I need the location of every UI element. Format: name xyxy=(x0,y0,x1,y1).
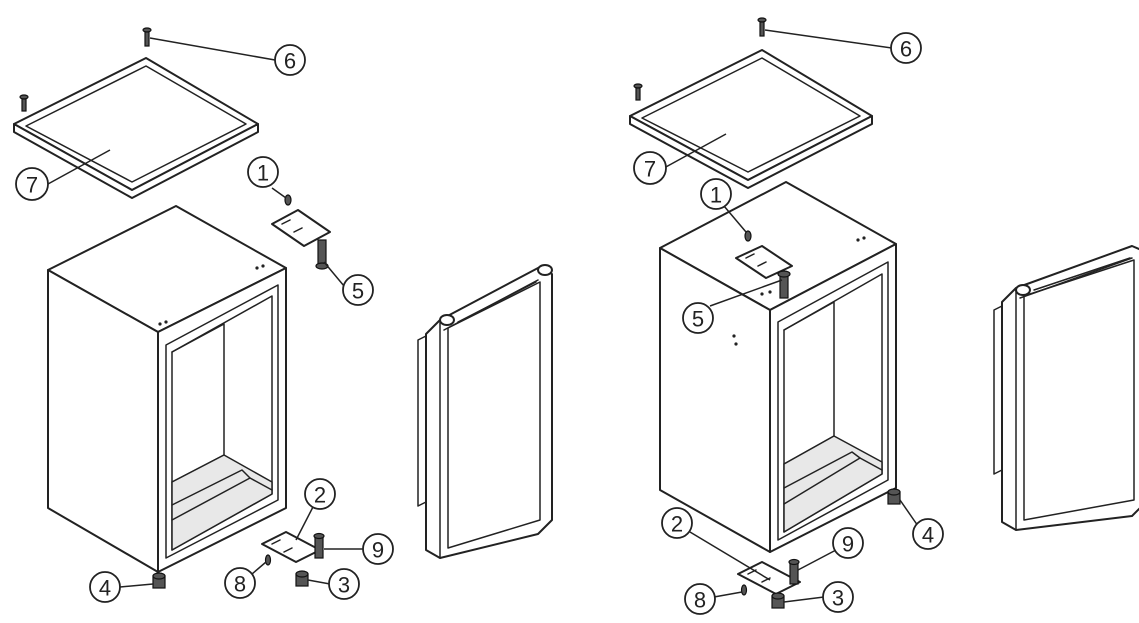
right-foot-front xyxy=(887,488,901,505)
left-callout-8-label: 8 xyxy=(234,572,246,597)
left-cover-screw-front xyxy=(19,94,29,112)
right-leaders xyxy=(663,29,919,603)
left-callout-7: 7 xyxy=(15,167,49,201)
right-callout-3-label: 3 xyxy=(832,586,844,611)
right-callout-3: 3 xyxy=(822,581,854,613)
right-cover-screw-front xyxy=(633,83,643,101)
right-assembly: 6 7 1 5 4 2 9 8 xyxy=(629,17,1139,615)
right-callout-6: 6 xyxy=(890,32,922,64)
right-callout-6-label: 6 xyxy=(900,37,912,62)
right-callout-9-label: 9 xyxy=(842,532,854,557)
left-callout-8: 8 xyxy=(224,567,256,599)
left-callout-9: 9 xyxy=(362,533,394,565)
right-callout-7-label: 7 xyxy=(644,157,656,182)
left-callout-3: 3 xyxy=(328,568,360,600)
right-top-cover xyxy=(629,49,873,189)
right-callout-2-label: 2 xyxy=(671,512,683,537)
left-hinge-washer xyxy=(284,194,292,206)
left-callout-3-label: 3 xyxy=(338,573,350,598)
left-cabinet-body xyxy=(47,205,287,573)
right-callout-2: 2 xyxy=(661,507,693,539)
right-callout-4: 4 xyxy=(912,518,944,550)
left-callout-9-label: 9 xyxy=(372,538,384,563)
right-callout-1: 1 xyxy=(700,178,732,210)
left-hinge-pin xyxy=(313,532,325,559)
left-callout-7-label: 7 xyxy=(26,173,38,198)
right-callout-7: 7 xyxy=(633,151,667,185)
right-hinge-washer xyxy=(744,230,752,242)
left-foot-front xyxy=(152,572,166,589)
left-callout-5: 5 xyxy=(342,274,374,306)
right-top-hinge xyxy=(735,245,793,299)
left-callout-2: 2 xyxy=(304,478,336,510)
left-callout-6: 6 xyxy=(274,44,306,76)
right-callout-1-label: 1 xyxy=(710,183,722,208)
right-callout-5-label: 5 xyxy=(692,307,704,332)
right-cabinet-body xyxy=(659,181,897,553)
right-callout-5: 5 xyxy=(682,302,714,334)
right-hinge-screw xyxy=(740,584,748,596)
right-callout-8-label: 8 xyxy=(694,588,706,613)
right-foot-hinge-side xyxy=(771,592,785,609)
right-callout-4-label: 4 xyxy=(922,523,934,548)
left-hinge-screw xyxy=(264,554,272,566)
left-callout-2-label: 2 xyxy=(314,483,326,508)
left-callout-5-label: 5 xyxy=(352,279,364,304)
right-callout-9: 9 xyxy=(832,527,864,559)
left-door xyxy=(417,264,553,559)
left-foot-hinge-side xyxy=(295,570,309,587)
left-top-cover xyxy=(13,57,259,199)
left-cover-screw-back xyxy=(142,27,152,47)
left-top-hinge xyxy=(271,209,331,270)
left-callout-6-label: 6 xyxy=(284,49,296,74)
left-callout-1: 1 xyxy=(247,156,279,188)
left-callout-1-label: 1 xyxy=(257,161,269,186)
right-cover-screw-back xyxy=(757,17,767,37)
right-callout-8: 8 xyxy=(684,583,716,615)
left-callout-4: 4 xyxy=(89,571,121,603)
left-callout-4-label: 4 xyxy=(99,576,111,601)
left-assembly: 6 7 1 5 2 9 8 3 xyxy=(13,27,553,603)
left-leaders xyxy=(47,37,365,588)
right-door xyxy=(993,245,1139,531)
right-hinge-pin xyxy=(788,558,800,585)
